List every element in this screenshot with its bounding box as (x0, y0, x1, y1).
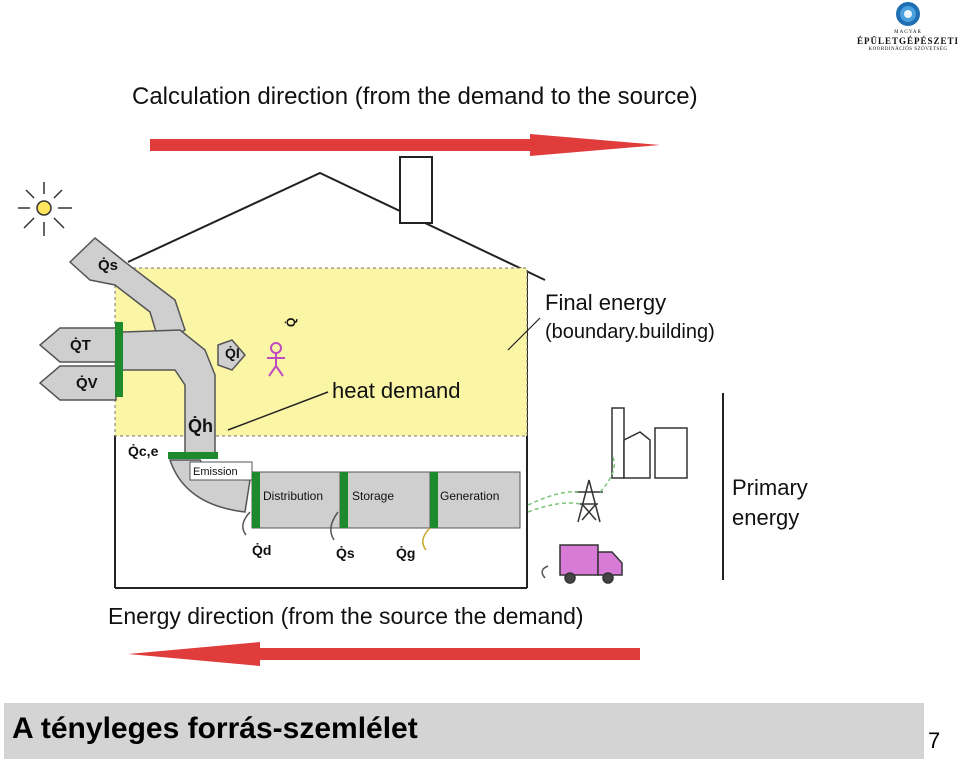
label-q-v: Q̇V (76, 375, 98, 392)
final-energy-sublabel: (boundary.building) (545, 321, 715, 343)
label-q-i: Q̇I (225, 345, 240, 361)
power-lines (527, 454, 615, 513)
emission-separator (168, 452, 218, 459)
truck-icon (559, 544, 623, 584)
label-q-person: Q̇ (283, 318, 298, 327)
box-emission-label: Emission (193, 466, 238, 478)
calc-direction-arrow (150, 134, 660, 156)
box-storage-label: Storage (352, 489, 394, 503)
energy-flow-diagram: Calculation direction (from the demand t… (18, 83, 808, 666)
label-q-s2: Q̇s (336, 545, 355, 561)
heat-demand-label: heat demand (332, 378, 460, 403)
loss-hooks (242, 511, 431, 551)
power-plant-icon (611, 407, 688, 479)
delivery-connector (541, 565, 549, 579)
calc-direction-title: Calculation direction (from the demand t… (132, 83, 698, 110)
box-generation-label: Generation (440, 489, 499, 503)
primary-energy-label-2: energy (732, 505, 799, 530)
envelope-separator (115, 322, 123, 397)
sun-icon (18, 182, 72, 236)
logo-line-3: KOORDINÁCIÓS SZÖVETSÉG (868, 47, 948, 52)
logo-line-2: ÉPÜLETGÉPÉSZETI (856, 36, 960, 46)
person-icon (267, 342, 285, 377)
label-q-d: Q̇d (252, 542, 271, 558)
logo: MAGYAR ÉPÜLETGÉPÉSZETI KOORDINÁCIÓS SZÖV… (856, 0, 960, 56)
label-q-ce: Q̇c,e (128, 443, 159, 459)
box-distribution-label: Distribution (263, 489, 323, 503)
house-outline (114, 156, 546, 589)
label-q-h: Q̇h (188, 415, 213, 436)
final-energy-label: Final energy (545, 290, 666, 315)
footer-bar (4, 703, 924, 759)
heat-demand-pointer (227, 391, 329, 431)
energy-direction-title: Energy direction (from the source the de… (108, 603, 584, 629)
final-energy-pointer (507, 317, 541, 351)
system-boxes (189, 461, 521, 529)
label-q-g: Q̇g (396, 545, 415, 561)
logo-emblem-icon (896, 2, 920, 26)
page-number: 7 (928, 728, 941, 753)
energy-direction-arrow (128, 642, 640, 666)
primary-energy-label-1: Primary (732, 475, 808, 500)
label-q-s: Q̇s (98, 257, 118, 274)
slide-title: A tényleges forrás-szemlélet (12, 712, 418, 745)
logo-line-1: MAGYAR (894, 30, 922, 35)
transmission-tower-icon (575, 479, 603, 523)
label-q-t: Q̇T (70, 337, 91, 354)
